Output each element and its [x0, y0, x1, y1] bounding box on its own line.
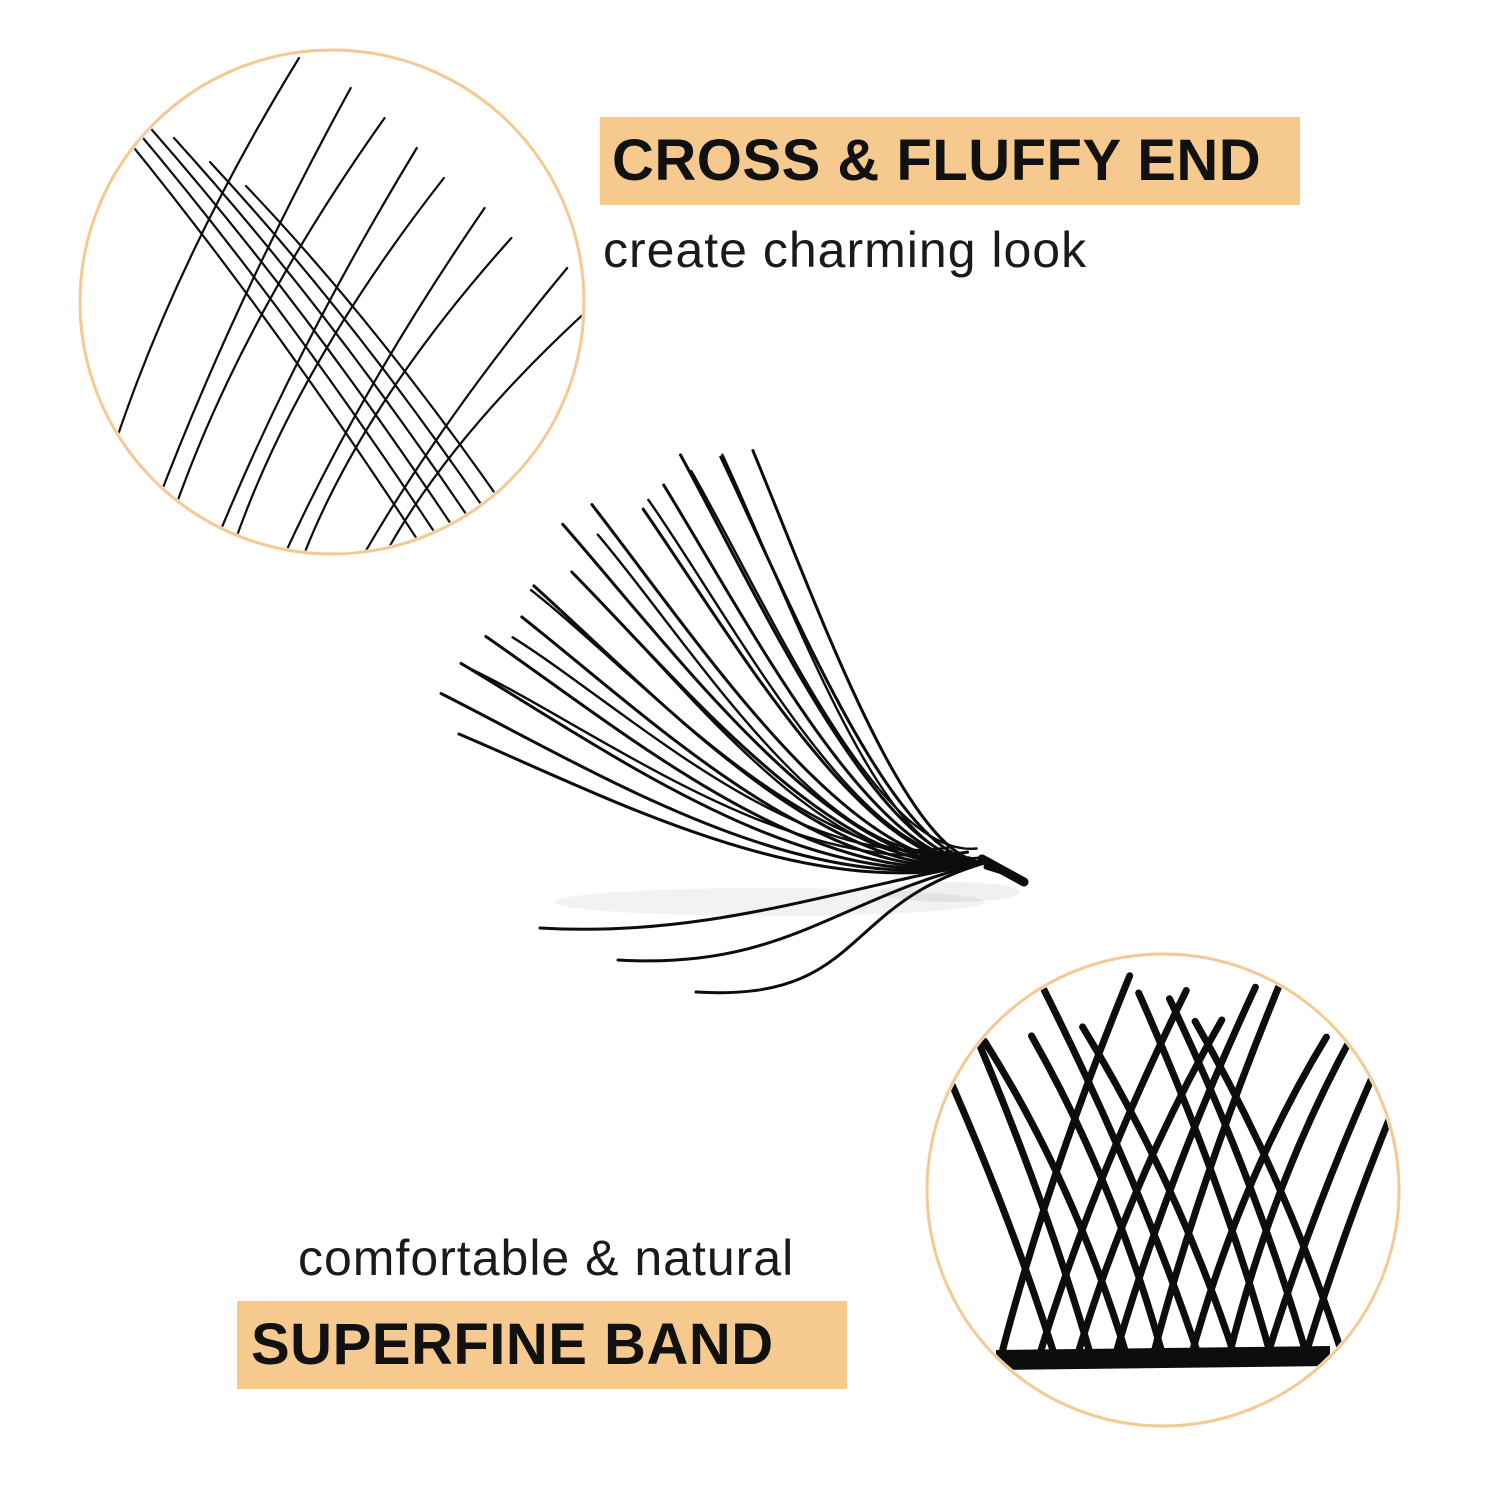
create-charming-look-text: create charming look — [603, 222, 1088, 278]
cluster-shadow — [555, 888, 985, 916]
superfine-band-circle-illustration — [929, 972, 1397, 1370]
comfortable-natural-text: comfortable & natural — [298, 1230, 795, 1286]
cluster-shadow-base — [880, 882, 1020, 902]
band-callout-ring — [925, 952, 1401, 1428]
tips-callout-ring — [78, 48, 586, 556]
lash-cluster-illustration — [439, 449, 1029, 995]
cross-fluffy-end-highlight: CROSS & FLUFFY END — [600, 117, 1300, 205]
superfine-band-highlight: SUPERFINE BAND — [237, 1301, 847, 1389]
superfine-band-title: SUPERFINE BAND — [251, 1312, 774, 1377]
cross-fluffy-end-title: CROSS & FLUFFY END — [612, 128, 1262, 193]
